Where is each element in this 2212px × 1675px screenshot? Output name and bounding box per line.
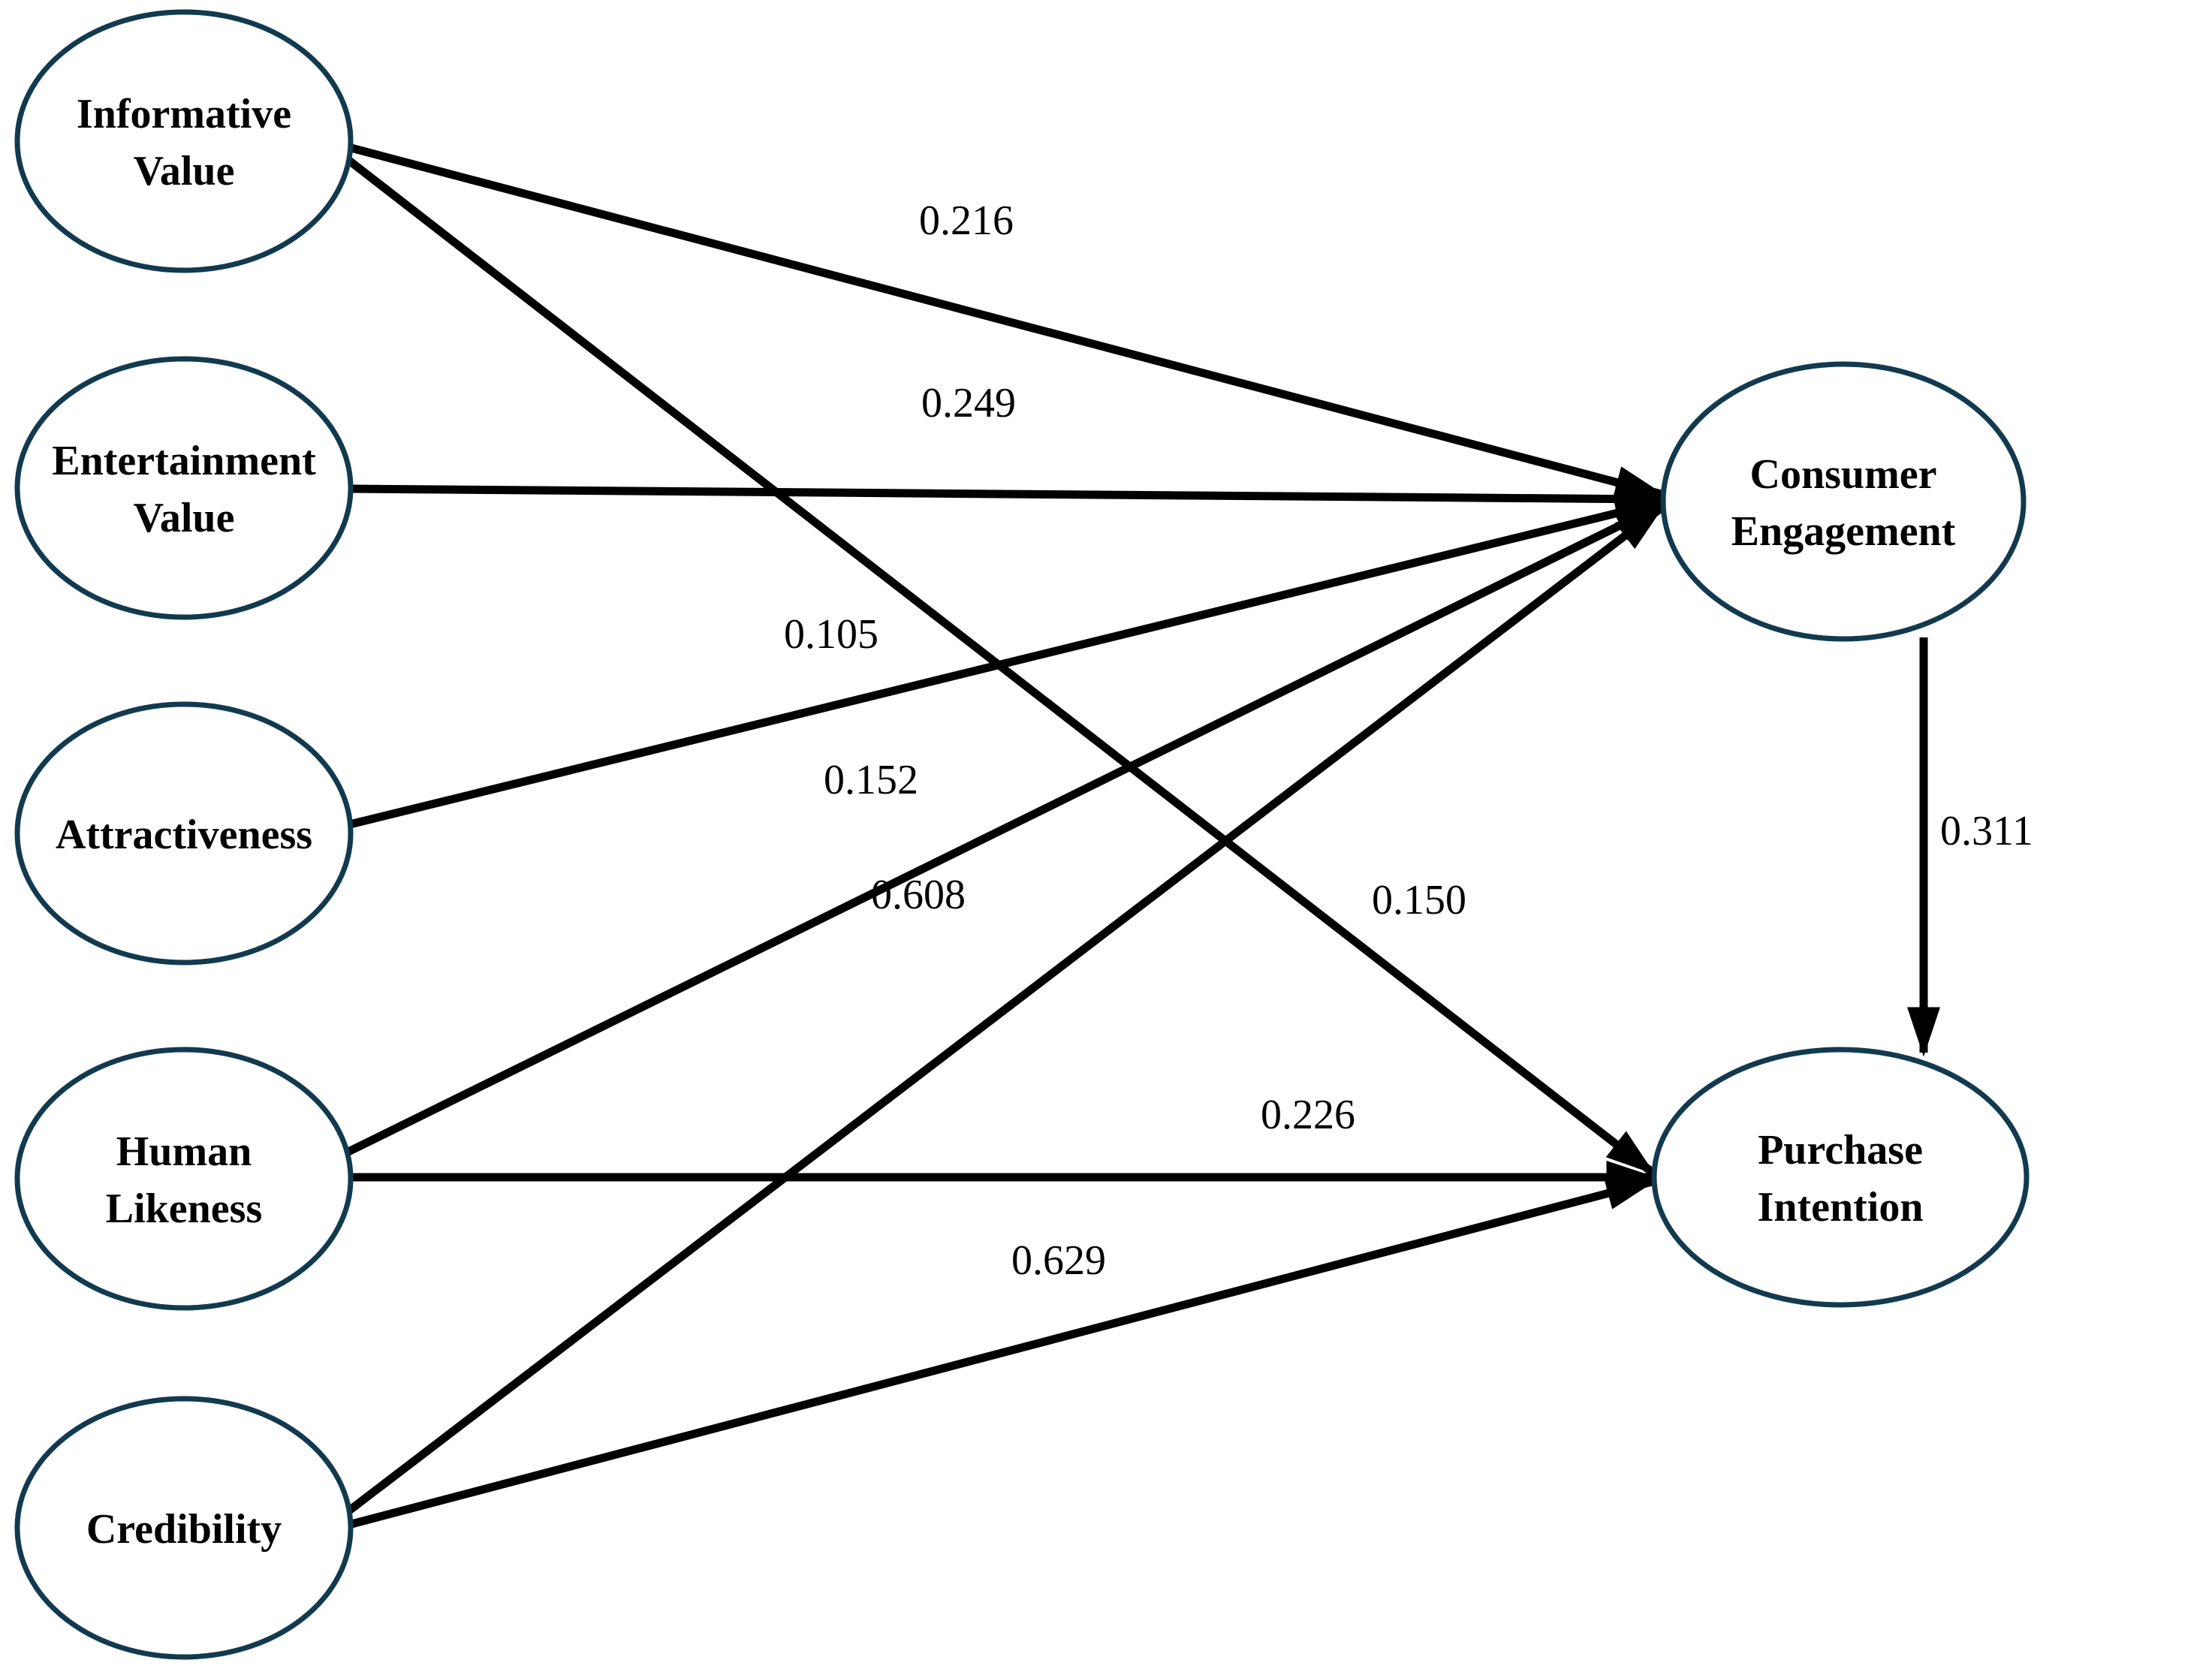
edge-human-likeness-to-purchase-intention: 0.226: [351, 1092, 1656, 1194]
edge-coefficient-informative-value-to-consumer-engagement: 0.216: [919, 197, 1014, 244]
node-label-line-attractiveness-0: Attractiveness: [56, 812, 312, 858]
edge-arrow-credibility-to-consumer-engagement: [346, 505, 1665, 1514]
node-ellipse-purchase-intention: [1651, 1047, 2030, 1308]
node-ellipse-informative-value: [14, 9, 354, 273]
node-attractiveness: Attractiveness: [14, 701, 354, 966]
edge-arrow-informative-value-to-consumer-engagement: [344, 142, 1665, 499]
node-label-line-entertainment-value-1: Value: [134, 495, 235, 541]
edge-informative-value-to-consumer-engagement: 0.216: [344, 142, 1665, 499]
edge-entertainment-value-to-consumer-engagement: 0.249: [350, 380, 1665, 516]
node-label-line-purchase-intention-0: Purchase: [1758, 1127, 1923, 1173]
node-credibility: Credibility: [14, 1396, 354, 1660]
edge-arrow-informative-value-to-purchase-intention: [342, 154, 1656, 1176]
edge-coefficient-entertainment-value-to-consumer-engagement: 0.249: [921, 380, 1016, 426]
node-label-credibility: Credibility: [86, 1506, 282, 1553]
edge-consumer-engagement-to-purchase-intention: 0.311: [1907, 637, 2033, 1057]
edge-coefficient-human-likeness-to-consumer-engagement: 0.152: [824, 757, 918, 803]
edge-arrow-attractiveness-to-consumer-engagement: [348, 497, 1665, 829]
node-label-attractiveness: Attractiveness: [56, 812, 312, 858]
node-label-line-human-likeness-1: Likeness: [106, 1185, 263, 1232]
edge-coefficient-credibility-to-purchase-intention: 0.629: [1011, 1237, 1106, 1284]
edge-coefficient-credibility-to-consumer-engagement: 0.608: [871, 872, 966, 918]
edge-coefficient-consumer-engagement-to-purchase-intention: 0.311: [1940, 808, 2033, 854]
edge-arrow-human-likeness-to-consumer-engagement: [345, 502, 1665, 1156]
node-ellipse-credibility: [14, 1396, 354, 1660]
edge-coefficient-attractiveness-to-consumer-engagement: 0.105: [784, 611, 878, 658]
edge-coefficient-human-likeness-to-purchase-intention: 0.226: [1261, 1092, 1355, 1138]
node-ellipse-human-likeness: [14, 1047, 354, 1311]
node-ellipse-attractiveness: [14, 701, 354, 966]
node-ellipse-entertainment-value: [14, 356, 354, 620]
node-label-line-consumer-engagement-0: Consumer: [1750, 451, 1937, 498]
edge-human-likeness-to-consumer-engagement: 0.152: [345, 502, 1665, 1156]
edge-credibility-to-purchase-intention: 0.629: [350, 1177, 1656, 1529]
edge-coefficient-informative-value-to-purchase-intention: 0.150: [1372, 877, 1466, 923]
node-label-line-human-likeness-0: Human: [116, 1128, 252, 1175]
node-label-line-entertainment-value-0: Entertainment: [52, 438, 316, 484]
edge-arrow-entertainment-value-to-consumer-engagement: [350, 482, 1665, 516]
edge-informative-value-to-purchase-intention: 0.150: [342, 154, 1656, 1176]
node-label-line-consumer-engagement-1: Engagement: [1731, 508, 1956, 555]
edge-attractiveness-to-consumer-engagement: 0.105: [348, 497, 1665, 829]
node-label-line-informative-value-0: Informative: [77, 91, 291, 137]
node-label-line-purchase-intention-1: Intention: [1758, 1184, 1924, 1231]
edge-credibility-to-consumer-engagement: 0.608: [346, 505, 1665, 1514]
node-label-line-credibility-0: Credibility: [86, 1506, 282, 1553]
node-label-line-informative-value-1: Value: [134, 148, 235, 194]
edge-arrow-credibility-to-purchase-intention: [350, 1177, 1656, 1529]
node-ellipse-consumer-engagement: [1660, 361, 2027, 642]
